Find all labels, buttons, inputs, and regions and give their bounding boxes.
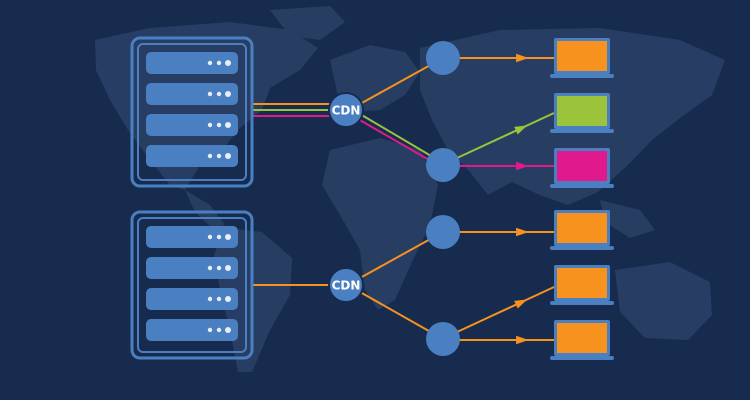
link-relay1-laptop1 (459, 53, 554, 63)
laptop-screen (557, 41, 607, 71)
australia (615, 262, 712, 340)
laptop-screen (557, 96, 607, 126)
link-relay3-laptop4 (459, 227, 554, 237)
laptops-group (550, 38, 614, 360)
edge-node-4 (426, 322, 460, 356)
arrow-head (514, 125, 528, 135)
arrow-head (514, 299, 528, 309)
server-unit (146, 288, 238, 310)
status-light-icon (216, 296, 222, 302)
southeast-asia (600, 200, 655, 238)
status-light-icon (225, 60, 231, 66)
laptop-base (550, 246, 614, 250)
arrow-head (516, 335, 529, 345)
server-unit (146, 114, 238, 136)
status-light-icon (207, 153, 213, 159)
africa (322, 138, 438, 310)
status-light-icon (216, 60, 222, 66)
link-cdn1-relay2-green (359, 113, 444, 164)
arrow-head (516, 53, 529, 63)
status-light-icon (225, 327, 231, 333)
status-light-icon (225, 122, 231, 128)
server-rack-bottom (130, 210, 254, 360)
status-light-icon (216, 234, 222, 240)
status-light-icon (225, 91, 231, 97)
status-light-icon (207, 91, 213, 97)
laptop-1 (550, 38, 614, 78)
status-light-icon (207, 122, 213, 128)
laptop-base (550, 356, 614, 360)
status-light-icon (207, 296, 213, 302)
server-unit (146, 52, 238, 74)
laptop-base (550, 74, 614, 78)
link-relay2-laptop3 (459, 161, 554, 171)
laptop-4 (550, 210, 614, 250)
servers-group (130, 36, 254, 360)
nodes-group: CDN CDN (328, 41, 460, 356)
laptop-6 (550, 320, 614, 360)
laptop-screen (557, 268, 607, 298)
status-light-icon (216, 265, 222, 271)
status-light-icon (216, 153, 222, 159)
server-unit (146, 145, 238, 167)
link-relay2-laptop2 (456, 112, 555, 159)
status-light-icon (216, 122, 222, 128)
laptop-base (550, 184, 614, 188)
server-unit (146, 257, 238, 279)
laptop-5 (550, 265, 614, 305)
laptop-3 (550, 148, 614, 188)
cdn-label: CDN (332, 104, 361, 118)
laptop-base (550, 301, 614, 305)
link-relay4-laptop5 (456, 286, 555, 333)
laptop-2 (550, 93, 614, 133)
status-light-icon (225, 234, 231, 240)
status-light-icon (207, 265, 213, 271)
edge-node-2 (426, 148, 460, 182)
status-light-icon (216, 91, 222, 97)
greenland (270, 6, 345, 40)
server-unit (146, 226, 238, 248)
cdn-label: CDN (332, 279, 361, 293)
cdn-node-2: CDN (328, 267, 364, 303)
server-unit (146, 319, 238, 341)
status-light-icon (207, 234, 213, 240)
edge-node-1 (426, 41, 460, 75)
link-relay4-laptop6 (459, 335, 554, 345)
status-light-icon (225, 265, 231, 271)
cdn-node-1: CDN (328, 92, 364, 128)
laptop-screen (557, 151, 607, 181)
status-light-icon (207, 327, 213, 333)
edge-node-3 (426, 215, 460, 249)
laptop-screen (557, 323, 607, 353)
arrow-head (516, 227, 529, 237)
status-light-icon (225, 296, 231, 302)
arrow-head (516, 161, 529, 171)
server-rack-top (130, 36, 254, 188)
status-light-icon (207, 60, 213, 66)
laptop-base (550, 129, 614, 133)
status-light-icon (225, 153, 231, 159)
server-unit (146, 83, 238, 105)
status-light-icon (216, 327, 222, 333)
laptop-screen (557, 213, 607, 243)
